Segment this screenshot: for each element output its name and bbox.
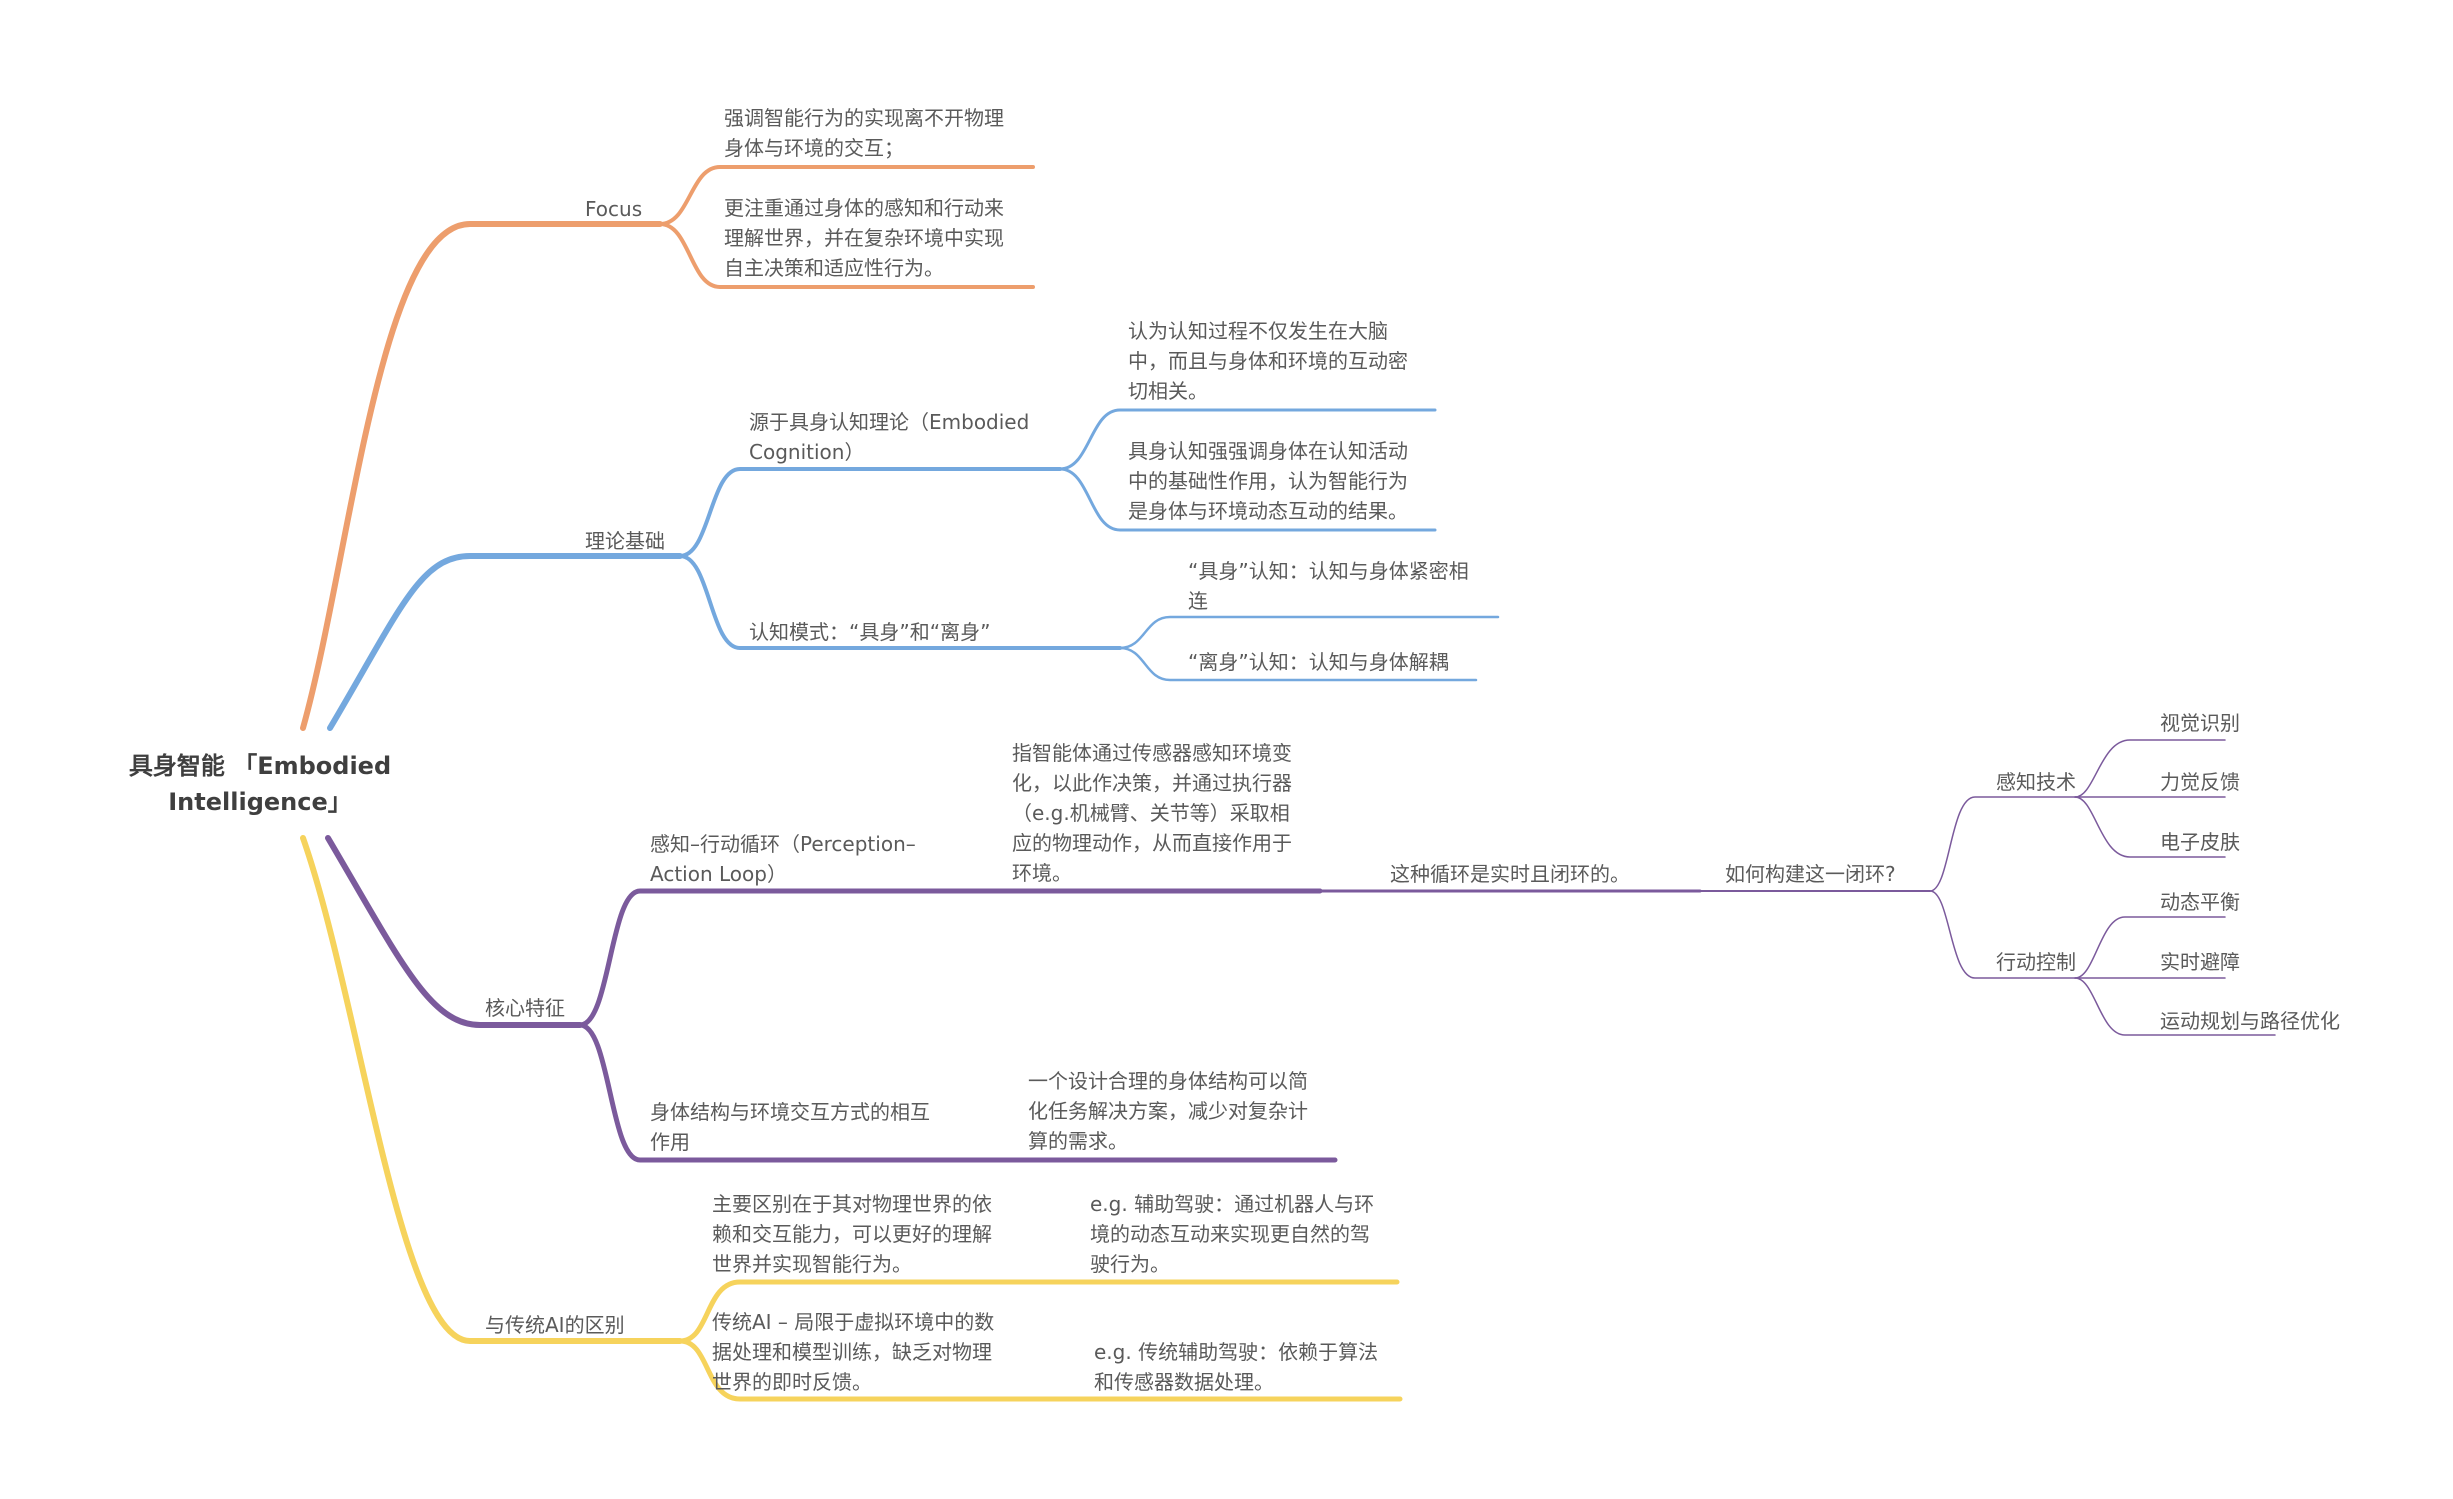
perception-item-2[interactable]: 力觉反馈 [2160,770,2240,794]
topic-core[interactable]: 核心特征 [485,996,565,1020]
mode-item-2[interactable]: “离身”认知：认知与身体解耦 [1188,650,1449,674]
theory-source[interactable]: 源于具身认知理论（Embodied Cognition） [749,410,1030,464]
control-item-1[interactable]: 动态平衡 [2160,890,2240,914]
branch-line-core [325,835,583,1028]
theory-mode[interactable]: 认知模式：“具身”和“离身” [749,620,991,644]
core-body-line [577,1022,1338,1163]
mode-item-1[interactable]: “具身”认知：认知与身体紧密相 连 [1188,559,1469,613]
loop-desc[interactable]: 指智能体通过传感器感知环境变 化，以此作决策，并通过执行器 （e.g.机械臂、关… [1012,741,1292,885]
core-loop[interactable]: 感知–行动循环（Perception– Action Loop） [650,832,916,886]
core-body[interactable]: 身体结构与环境交互方式的相互 作用 [650,1100,930,1154]
topic-theory[interactable]: 理论基础 [585,529,665,553]
theory-mode-line [678,554,1122,650]
perception-child-line-3 [2074,796,2226,858]
how-control-line [1929,890,2076,979]
diff-traditional[interactable]: 传统AI – 局限于虚拟环境中的数 据处理和模型训练，缺乏对物理 世界的即时反馈… [712,1310,995,1394]
diff-main-example[interactable]: e.g. 辅助驾驶：通过机器人与环 境的动态互动来实现更自然的驾 驶行为。 [1090,1192,1375,1276]
root-topic[interactable]: 具身智能 「Embodied Intelligence」 [128,752,392,816]
diff-main-line [677,1279,1400,1344]
diff-main[interactable]: 主要区别在于其对物理世界的依 赖和交互能力，可以更好的理解 世界并实现智能行为。 [712,1192,992,1276]
loop-how[interactable]: 如何构建这一闭环? [1725,862,1896,886]
theory-source-line [678,467,1062,558]
focus-item-2[interactable]: 更注重通过身体的感知和行动来 理解世界，并在复杂环境中实现 自主决策和适应性行为… [724,196,1004,280]
how-perception-line [1929,796,2076,892]
diff-traditional-line [677,1338,1403,1402]
branch-line-focus [300,221,663,731]
topic-focus[interactable]: Focus [585,197,643,221]
loop-realtime[interactable]: 这种循环是实时且闭环的。 [1390,862,1630,886]
branch-line-diff [300,835,683,1344]
focus-line-1 [658,165,1035,226]
control-child-line-3 [2074,977,2276,1036]
control-item-3[interactable]: 运动规划与路径优化 [2160,1009,2340,1033]
mode-child-line-1 [1118,615,1500,650]
perception-tech[interactable]: 感知技术 [1996,770,2076,794]
body-desc[interactable]: 一个设计合理的身体结构可以简 化任务解决方案，减少对复杂计 算的需求。 [1028,1069,1308,1153]
diff-traditional-example[interactable]: e.g. 传统辅助驾驶：依赖于算法 和传感器数据处理。 [1094,1340,1379,1394]
mode-child-line-2 [1118,646,1478,682]
perception-child-line-1 [2074,739,2226,798]
core-loop-line [577,888,1323,1028]
topic-diff[interactable]: 与传统AI的区别 [485,1313,625,1337]
branch-line-theory [327,553,683,731]
source-child-line-1 [1058,408,1437,471]
action-control[interactable]: 行动控制 [1996,950,2076,974]
focus-line-2 [658,222,1035,289]
perception-item-3[interactable]: 电子皮肤 [2160,830,2240,854]
control-child-line-1 [2074,916,2226,979]
focus-item-1[interactable]: 强调智能行为的实现离不开物理 身体与环境的交互； [724,106,1004,160]
perception-item-1[interactable]: 视觉识别 [2160,711,2240,735]
source-item-1[interactable]: 认为认知过程不仅发生在大脑 中，而且与身体和环境的互动密 切相关。 [1128,319,1408,403]
source-child-line-2 [1058,467,1437,532]
source-item-2[interactable]: 具身认知强强调身体在认知活动 中的基础性作用，认为智能行为 是身体与环境动态互动… [1128,439,1408,523]
control-item-2[interactable]: 实时避障 [2160,950,2240,974]
